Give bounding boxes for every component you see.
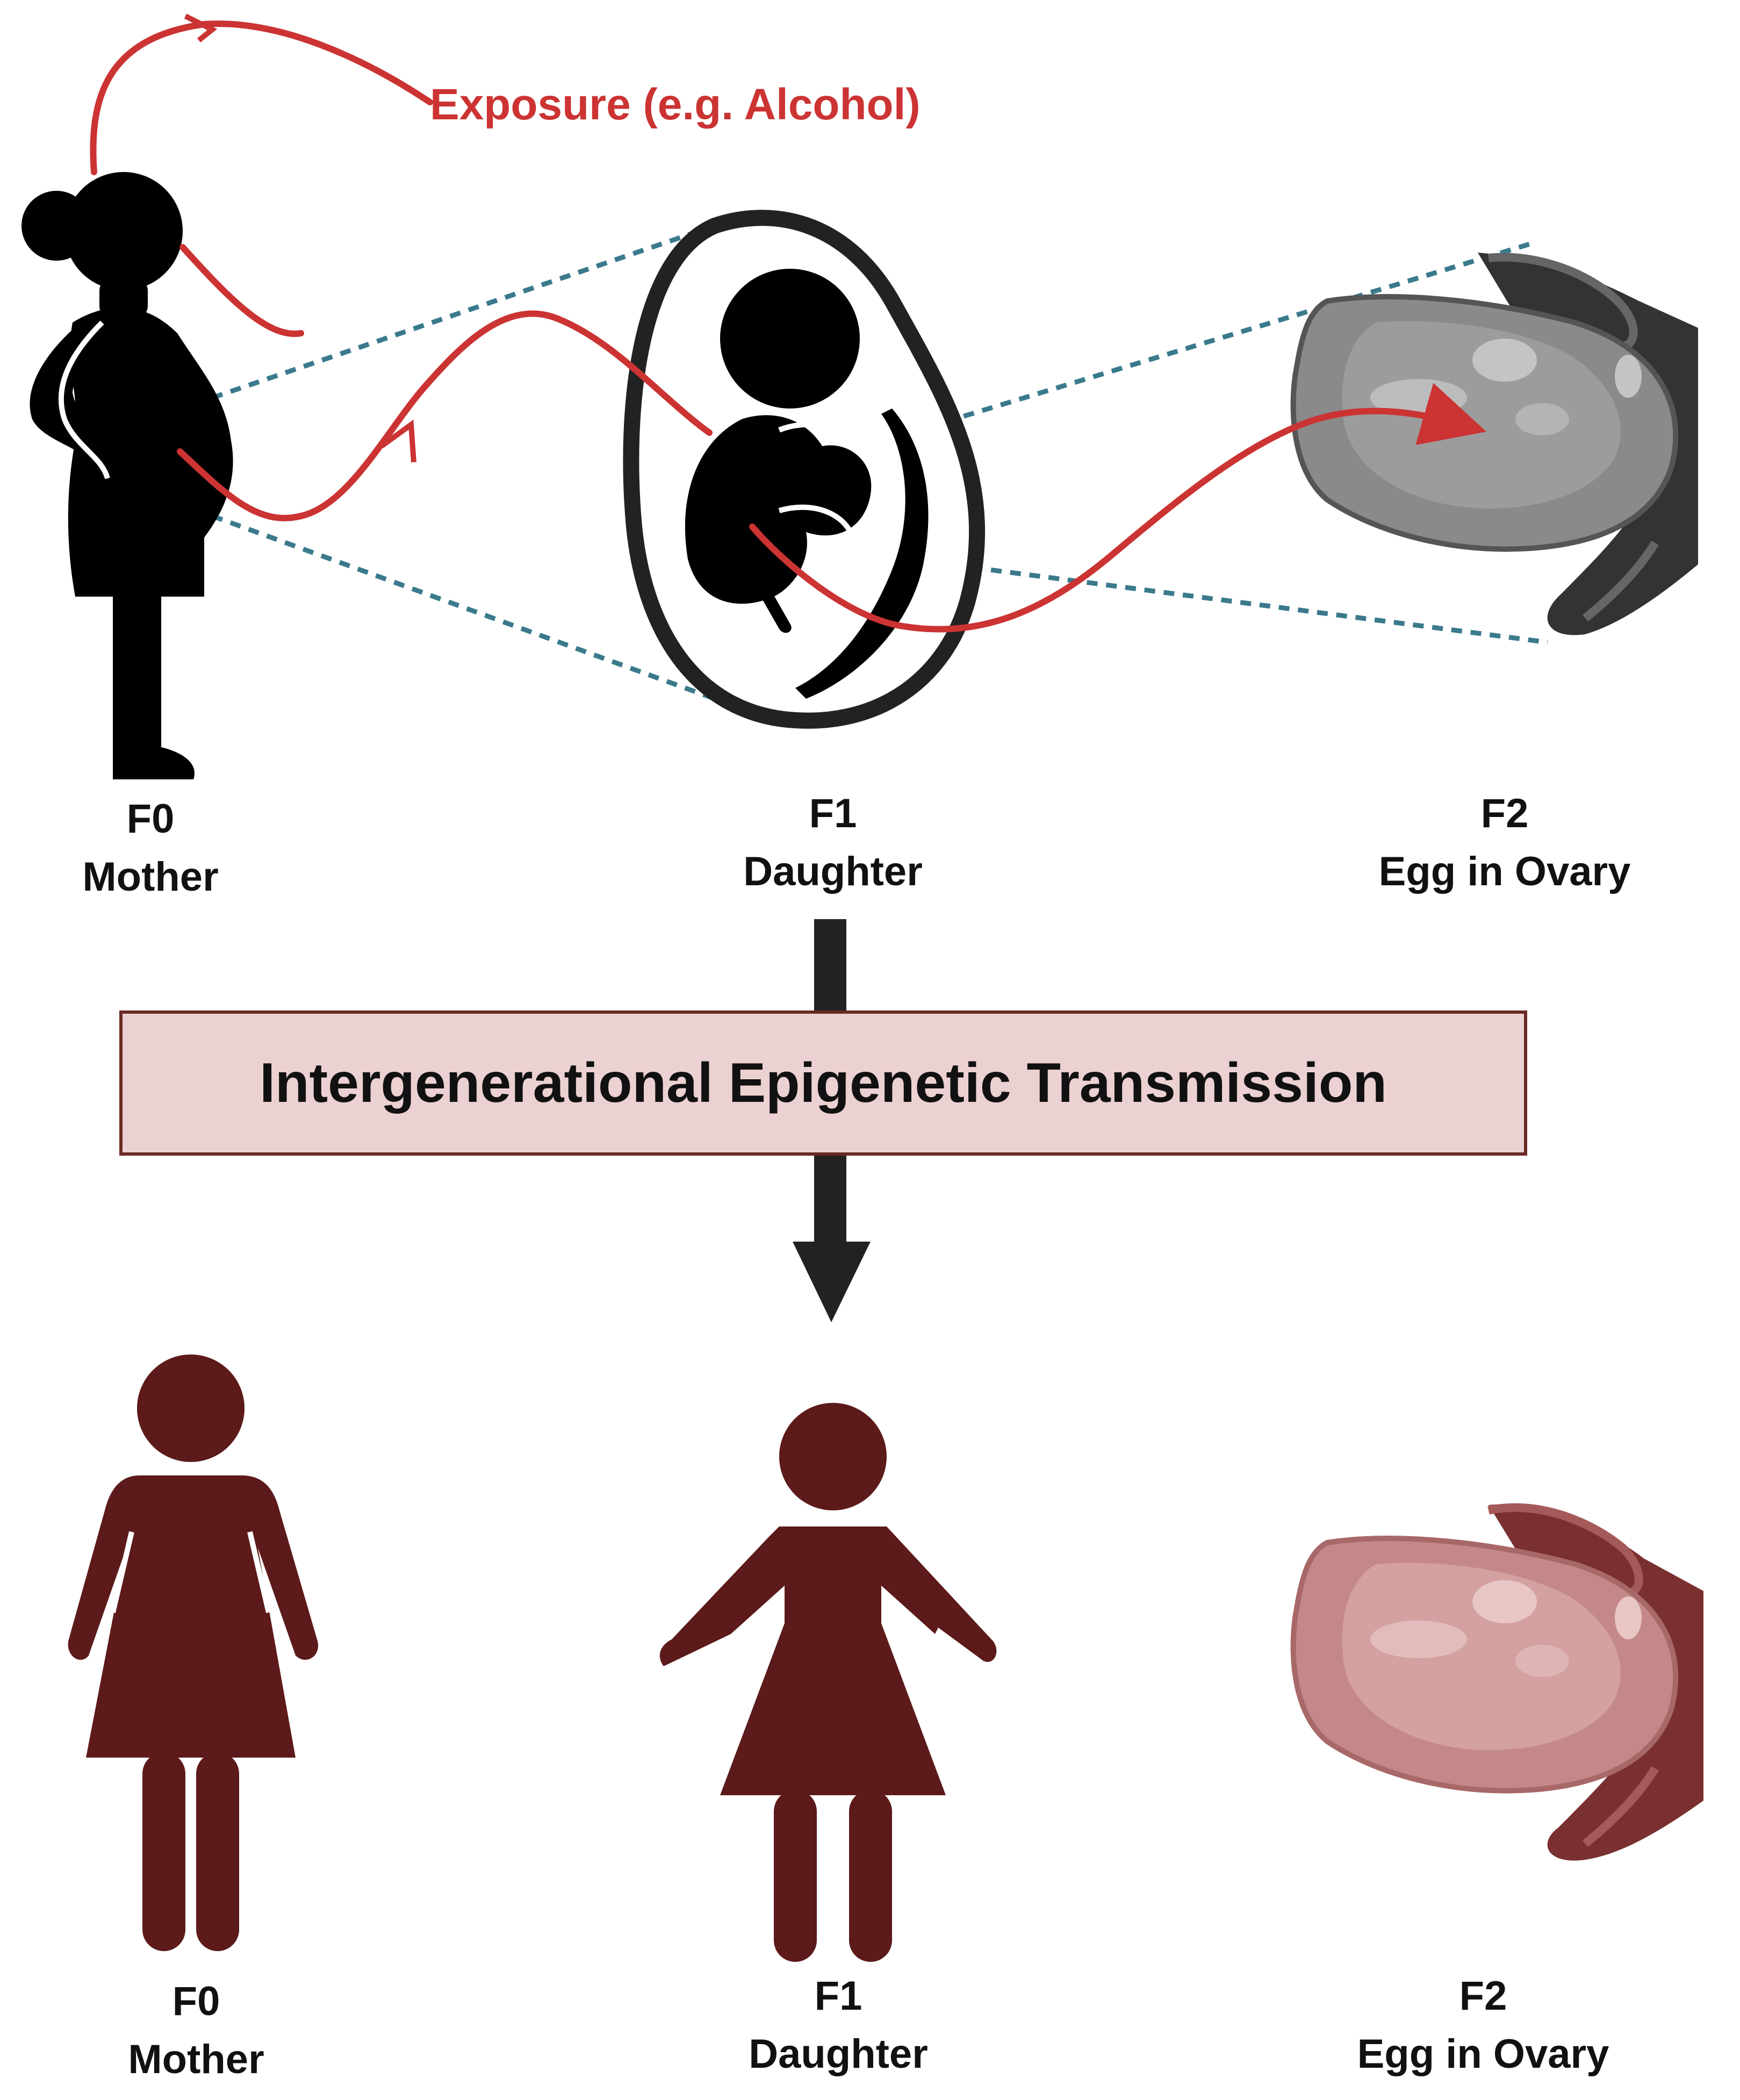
- downward-arrow: [793, 919, 871, 1322]
- projection-line: [211, 513, 716, 701]
- top-f0-name: Mother: [82, 854, 219, 900]
- top-f0-label: F0 Mother: [43, 790, 258, 906]
- bottom-f1-label: F1 Daughter: [704, 1967, 973, 2083]
- transmission-banner: Intergenerational Epigenetic Transmissio…: [119, 1010, 1527, 1156]
- top-f1-label: F1 Daughter: [699, 785, 967, 901]
- top-f0-gen: F0: [126, 796, 175, 842]
- woman-icon-gaps: [110, 1531, 271, 1614]
- bottom-f2-name: Egg in Ovary: [1357, 2031, 1609, 2077]
- ovary-pink-icon: [1290, 1503, 1703, 1861]
- pregnant-mother-icon: [21, 172, 233, 779]
- top-f2-gen: F2: [1480, 791, 1529, 836]
- top-f1-gen: F1: [809, 791, 857, 836]
- bottom-f0-gen: F0: [172, 1979, 220, 2024]
- top-f1-name: Daughter: [743, 849, 923, 894]
- mother-arm-outline: [58, 320, 110, 479]
- bottom-f2-label: F2 Egg in Ovary: [1295, 1967, 1671, 2083]
- bottom-f1-gen: F1: [814, 1973, 862, 2019]
- top-f2-name: Egg in Ovary: [1378, 849, 1631, 894]
- woman-icon: [68, 1354, 318, 1951]
- bottom-f0-label: F0 Mother: [89, 1973, 304, 2089]
- ovary-gray-icon: [1290, 253, 1698, 635]
- banner-title: Intergenerational Epigenetic Transmissio…: [260, 1051, 1387, 1114]
- bottom-f0-name: Mother: [128, 2037, 264, 2082]
- fetus-icon: [623, 210, 986, 729]
- bottom-f2-gen: F2: [1459, 1973, 1507, 2019]
- arrowhead-mid: [380, 419, 416, 463]
- bottom-f1-name: Daughter: [749, 2031, 928, 2077]
- exposure-transmission-path: [177, 310, 1487, 633]
- arrowhead-top: [184, 13, 218, 42]
- girl-icon: [659, 1403, 997, 1962]
- top-f2-label: F2 Egg in Ovary: [1317, 785, 1693, 901]
- exposure-label: Exposure (e.g. Alcohol): [430, 80, 921, 129]
